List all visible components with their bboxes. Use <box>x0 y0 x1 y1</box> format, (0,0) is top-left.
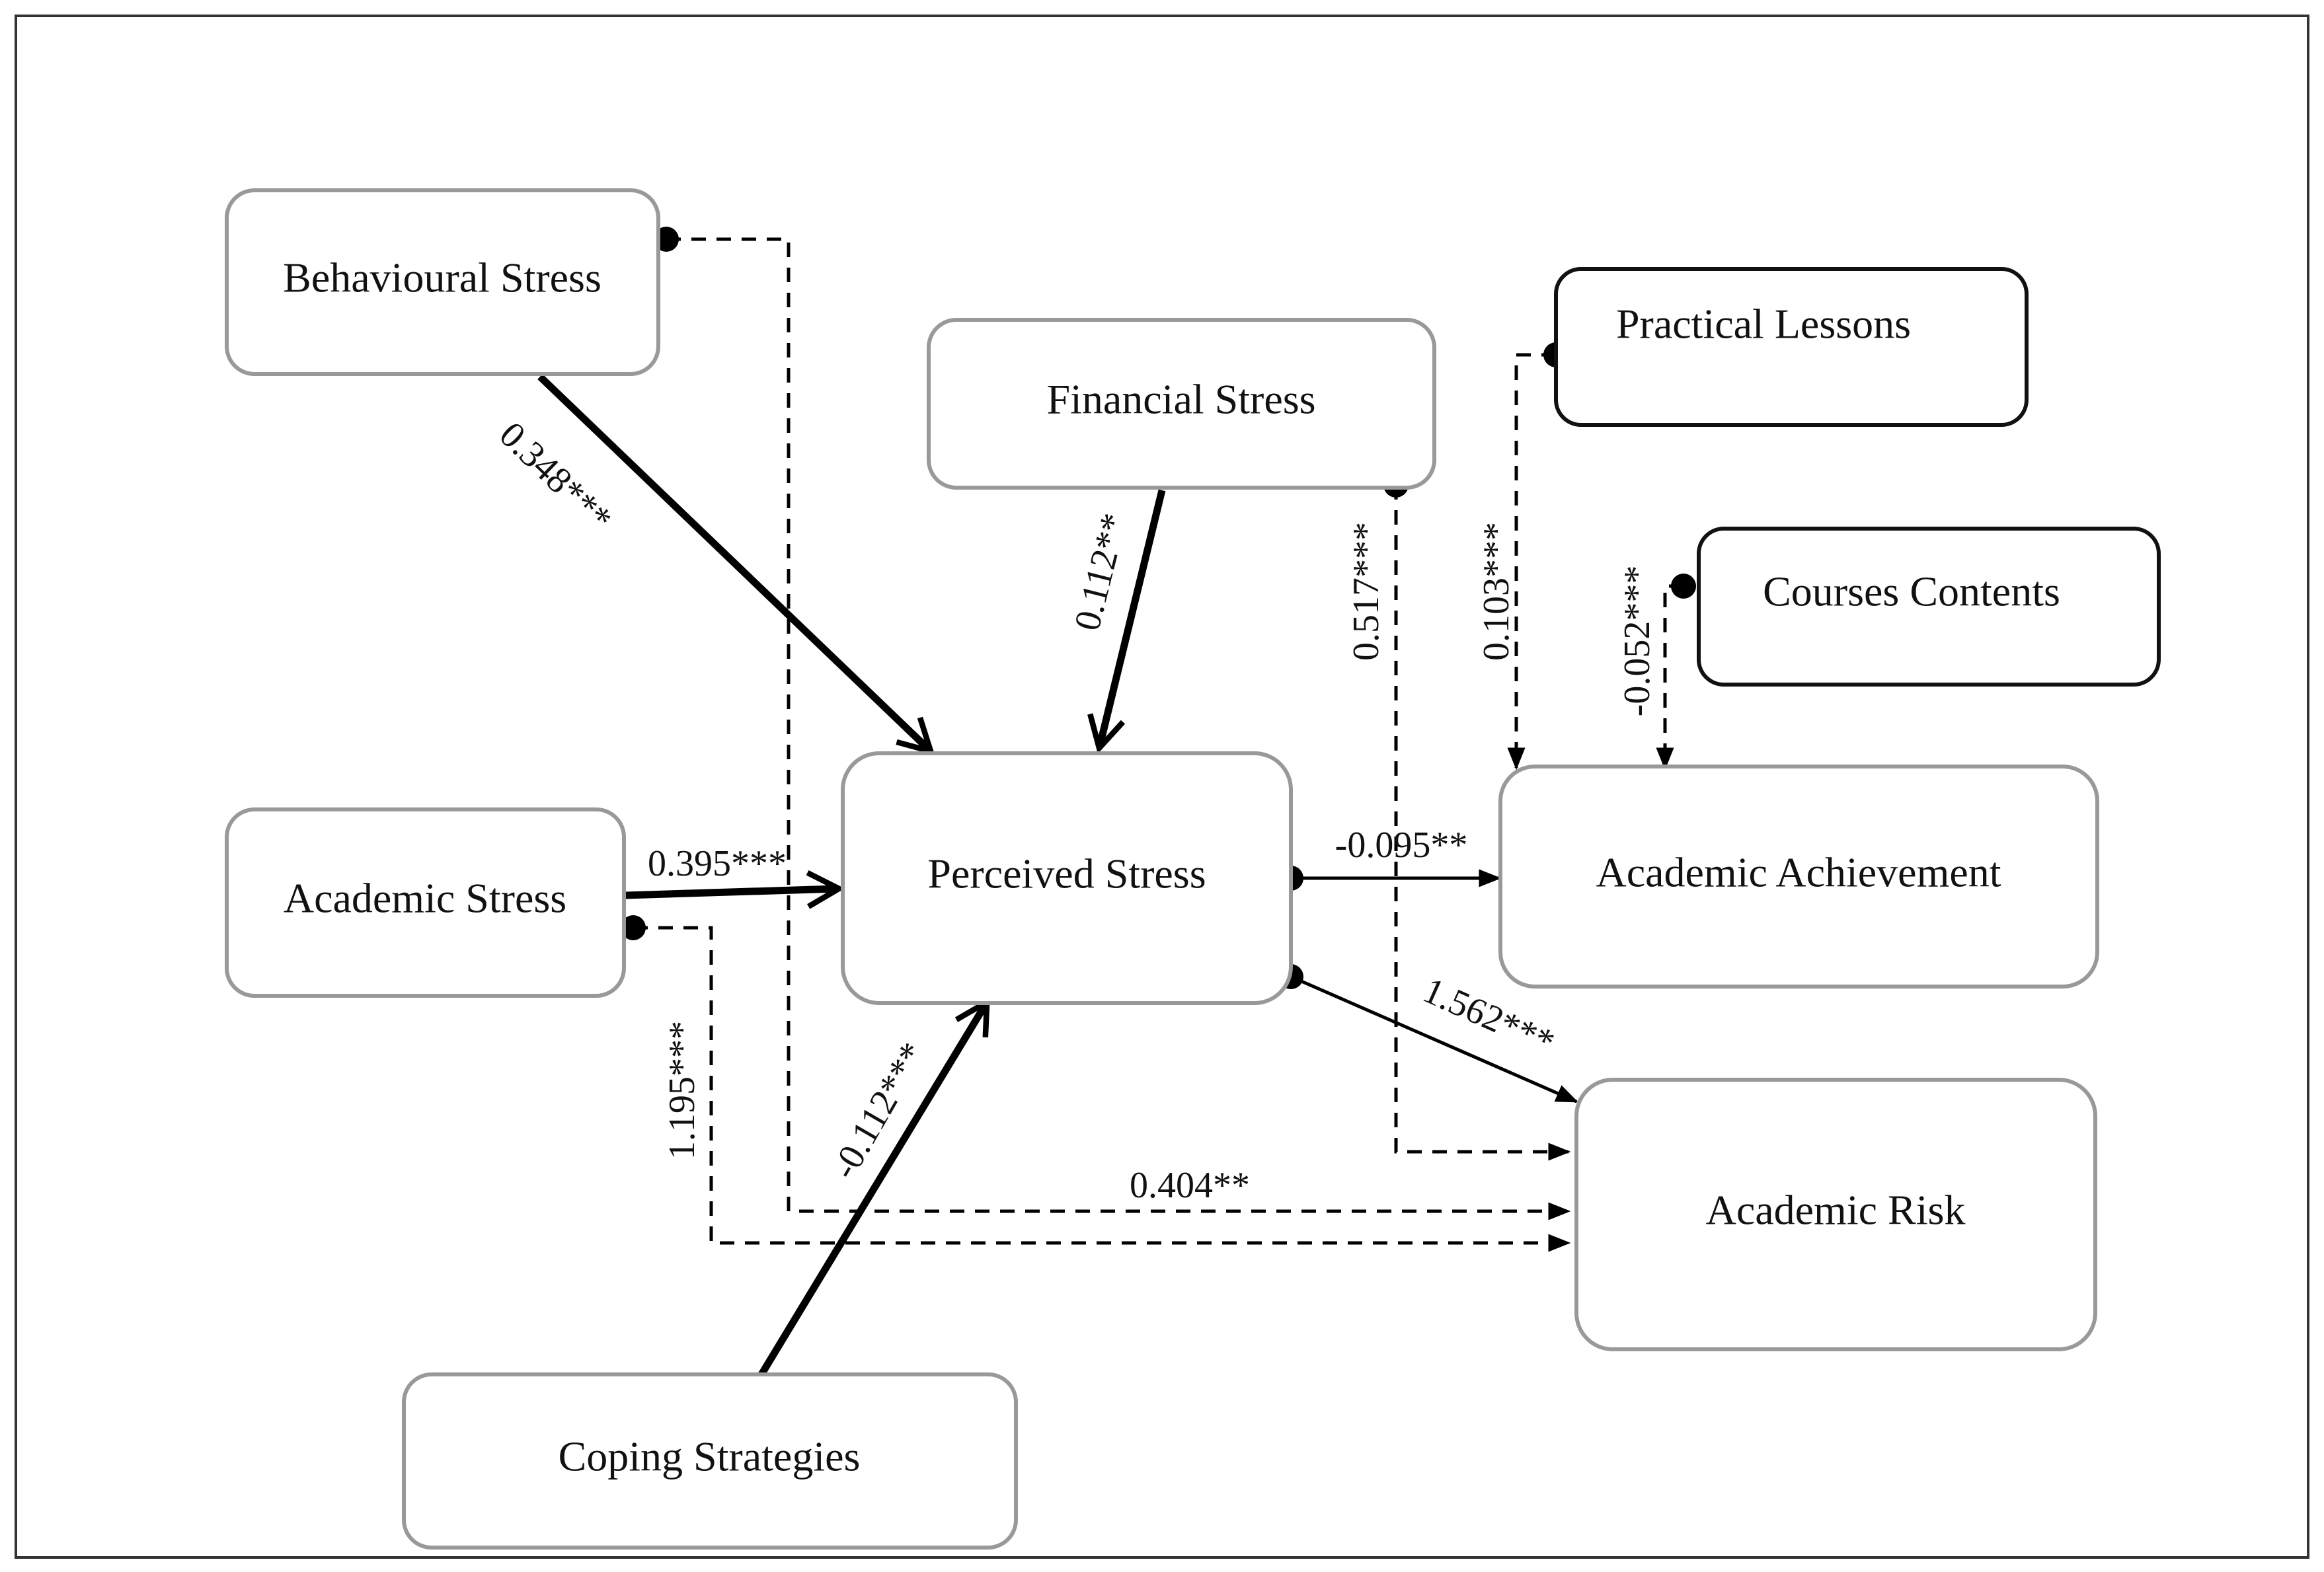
coef-academic-to-risk: 1.195*** <box>662 1021 703 1160</box>
node-behavioural-stress: Behavioural Stress <box>225 188 660 376</box>
path-behavioural-to-risk <box>666 237 1571 1220</box>
coef-behavioural-to-risk: 0.404** <box>1130 1165 1250 1206</box>
node-perceived-stress: Perceived Stress <box>841 751 1293 1005</box>
path-academic-to-risk <box>633 926 1571 1252</box>
node-label-academic-achievement: Academic Achievement <box>1596 849 2001 896</box>
coef-financial-to-risk: 0.517*** <box>1346 522 1387 661</box>
node-academic-risk: Academic Risk <box>1574 1078 2097 1351</box>
node-academic-achievement: Academic Achievement <box>1498 765 2099 989</box>
node-label-academic-stress: Academic Stress <box>284 875 566 922</box>
node-label-coping-strategies: Coping Strategies <box>559 1433 861 1480</box>
node-label-academic-risk: Academic Risk <box>1706 1187 1966 1234</box>
nodes: Behavioural Stress Financial Stress Prac… <box>225 188 2161 1550</box>
node-academic-stress: Academic Stress <box>225 807 626 998</box>
solid-paths <box>537 374 1579 1376</box>
node-label-perceived-stress: Perceived Stress <box>927 850 1206 897</box>
node-practical-lessons: Practical Lessons <box>1554 267 2029 427</box>
path-perceived-to-risk <box>1290 975 1579 1104</box>
coef-academic-to-perceived: 0.395*** <box>648 843 787 884</box>
node-courses-contents: Courses Contents <box>1697 527 2161 687</box>
path-coping-to-perceived <box>758 1004 986 1376</box>
node-financial-stress: Financial Stress <box>927 318 1436 490</box>
path-academic-to-perceived <box>625 889 836 895</box>
dashed-paths <box>633 237 1684 1252</box>
node-label-behavioural-stress: Behavioural Stress <box>283 254 601 301</box>
path-practical-to-achievement <box>1507 353 1556 770</box>
node-label-practical-lessons: Practical Lessons <box>1616 301 1911 348</box>
path-behavioural-to-perceived <box>537 374 929 749</box>
path-financial-to-risk <box>1394 485 1571 1161</box>
path-financial-to-perceived <box>1100 489 1166 745</box>
coef-perceived-to-achievement: -0.095** <box>1335 825 1468 866</box>
node-coping-strategies: Coping Strategies <box>402 1372 1018 1550</box>
dot-courses <box>1671 574 1696 599</box>
outer-frame <box>15 15 2309 1559</box>
coef-courses-to-achievement: -0.052*** <box>1617 566 1658 717</box>
dot-academic <box>621 915 646 940</box>
path-courses-to-achievement <box>1656 584 1684 770</box>
node-label-courses-contents: Courses Contents <box>1763 568 2060 615</box>
coef-financial-to-perceived: 0.112** <box>1067 509 1136 635</box>
coef-practical-to-achievement: 0.103*** <box>1476 522 1517 661</box>
node-label-financial-stress: Financial Stress <box>1046 376 1315 423</box>
